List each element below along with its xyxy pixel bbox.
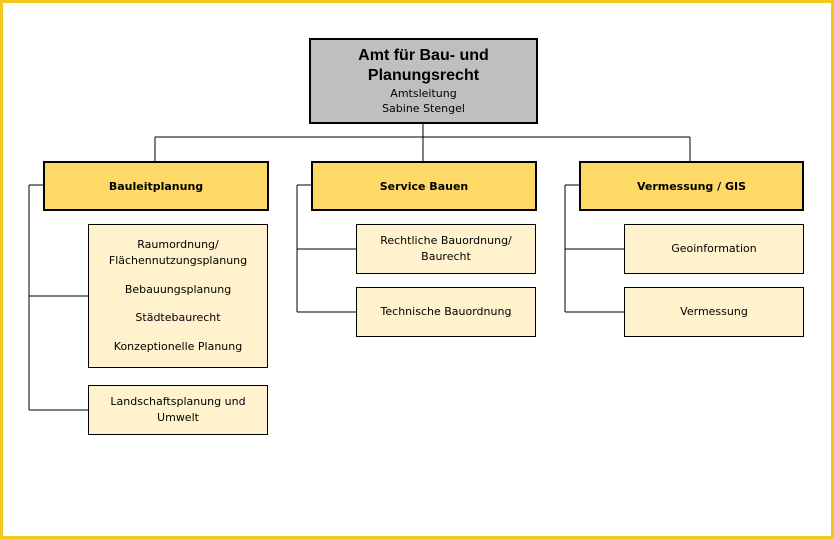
- unit-label: Vermessung: [680, 305, 748, 318]
- unit-item-raumordnung: Raumordnung/ Flächennutzungsplanung: [108, 238, 248, 268]
- unit-label: Technische Bauordnung: [380, 305, 512, 318]
- unit-label: Rechtliche Bauordnung/ Baurecht: [380, 234, 512, 263]
- root-role: Amtsleitung: [390, 87, 457, 100]
- root-node-amt: Amt für Bau- und Planungsrecht Amtsleitu…: [309, 38, 538, 124]
- unit-item-konzeptionelle-planung: Konzeptionelle Planung: [113, 339, 243, 353]
- department-label: Bauleitplanung: [108, 179, 204, 193]
- root-title: Amt für Bau- und Planungsrecht: [358, 47, 489, 84]
- unit-item-staedtebaurecht: Städtebaurecht: [135, 311, 221, 325]
- unit-landschaftsplanung: Landschaftsplanung und Umwelt: [88, 385, 268, 435]
- unit-planung-group: Raumordnung/ Flächennutzungsplanung Beba…: [88, 224, 268, 368]
- department-label: Service Bauen: [379, 179, 469, 193]
- department-label: Vermessung / GIS: [636, 179, 747, 193]
- department-service-bauen: Service Bauen: [311, 161, 537, 211]
- unit-rechtliche-bauordnung: Rechtliche Bauordnung/ Baurecht: [356, 224, 536, 274]
- unit-vermessung: Vermessung: [624, 287, 804, 337]
- unit-label: Landschaftsplanung und Umwelt: [110, 395, 246, 424]
- unit-label: Geoinformation: [671, 242, 757, 255]
- unit-geoinformation: Geoinformation: [624, 224, 804, 274]
- department-bauleitplanung: Bauleitplanung: [43, 161, 269, 211]
- department-vermessung-gis: Vermessung / GIS: [579, 161, 804, 211]
- unit-technische-bauordnung: Technische Bauordnung: [356, 287, 536, 337]
- unit-item-bebauungsplanung: Bebauungsplanung: [124, 282, 232, 296]
- root-person: Sabine Stengel: [382, 102, 465, 115]
